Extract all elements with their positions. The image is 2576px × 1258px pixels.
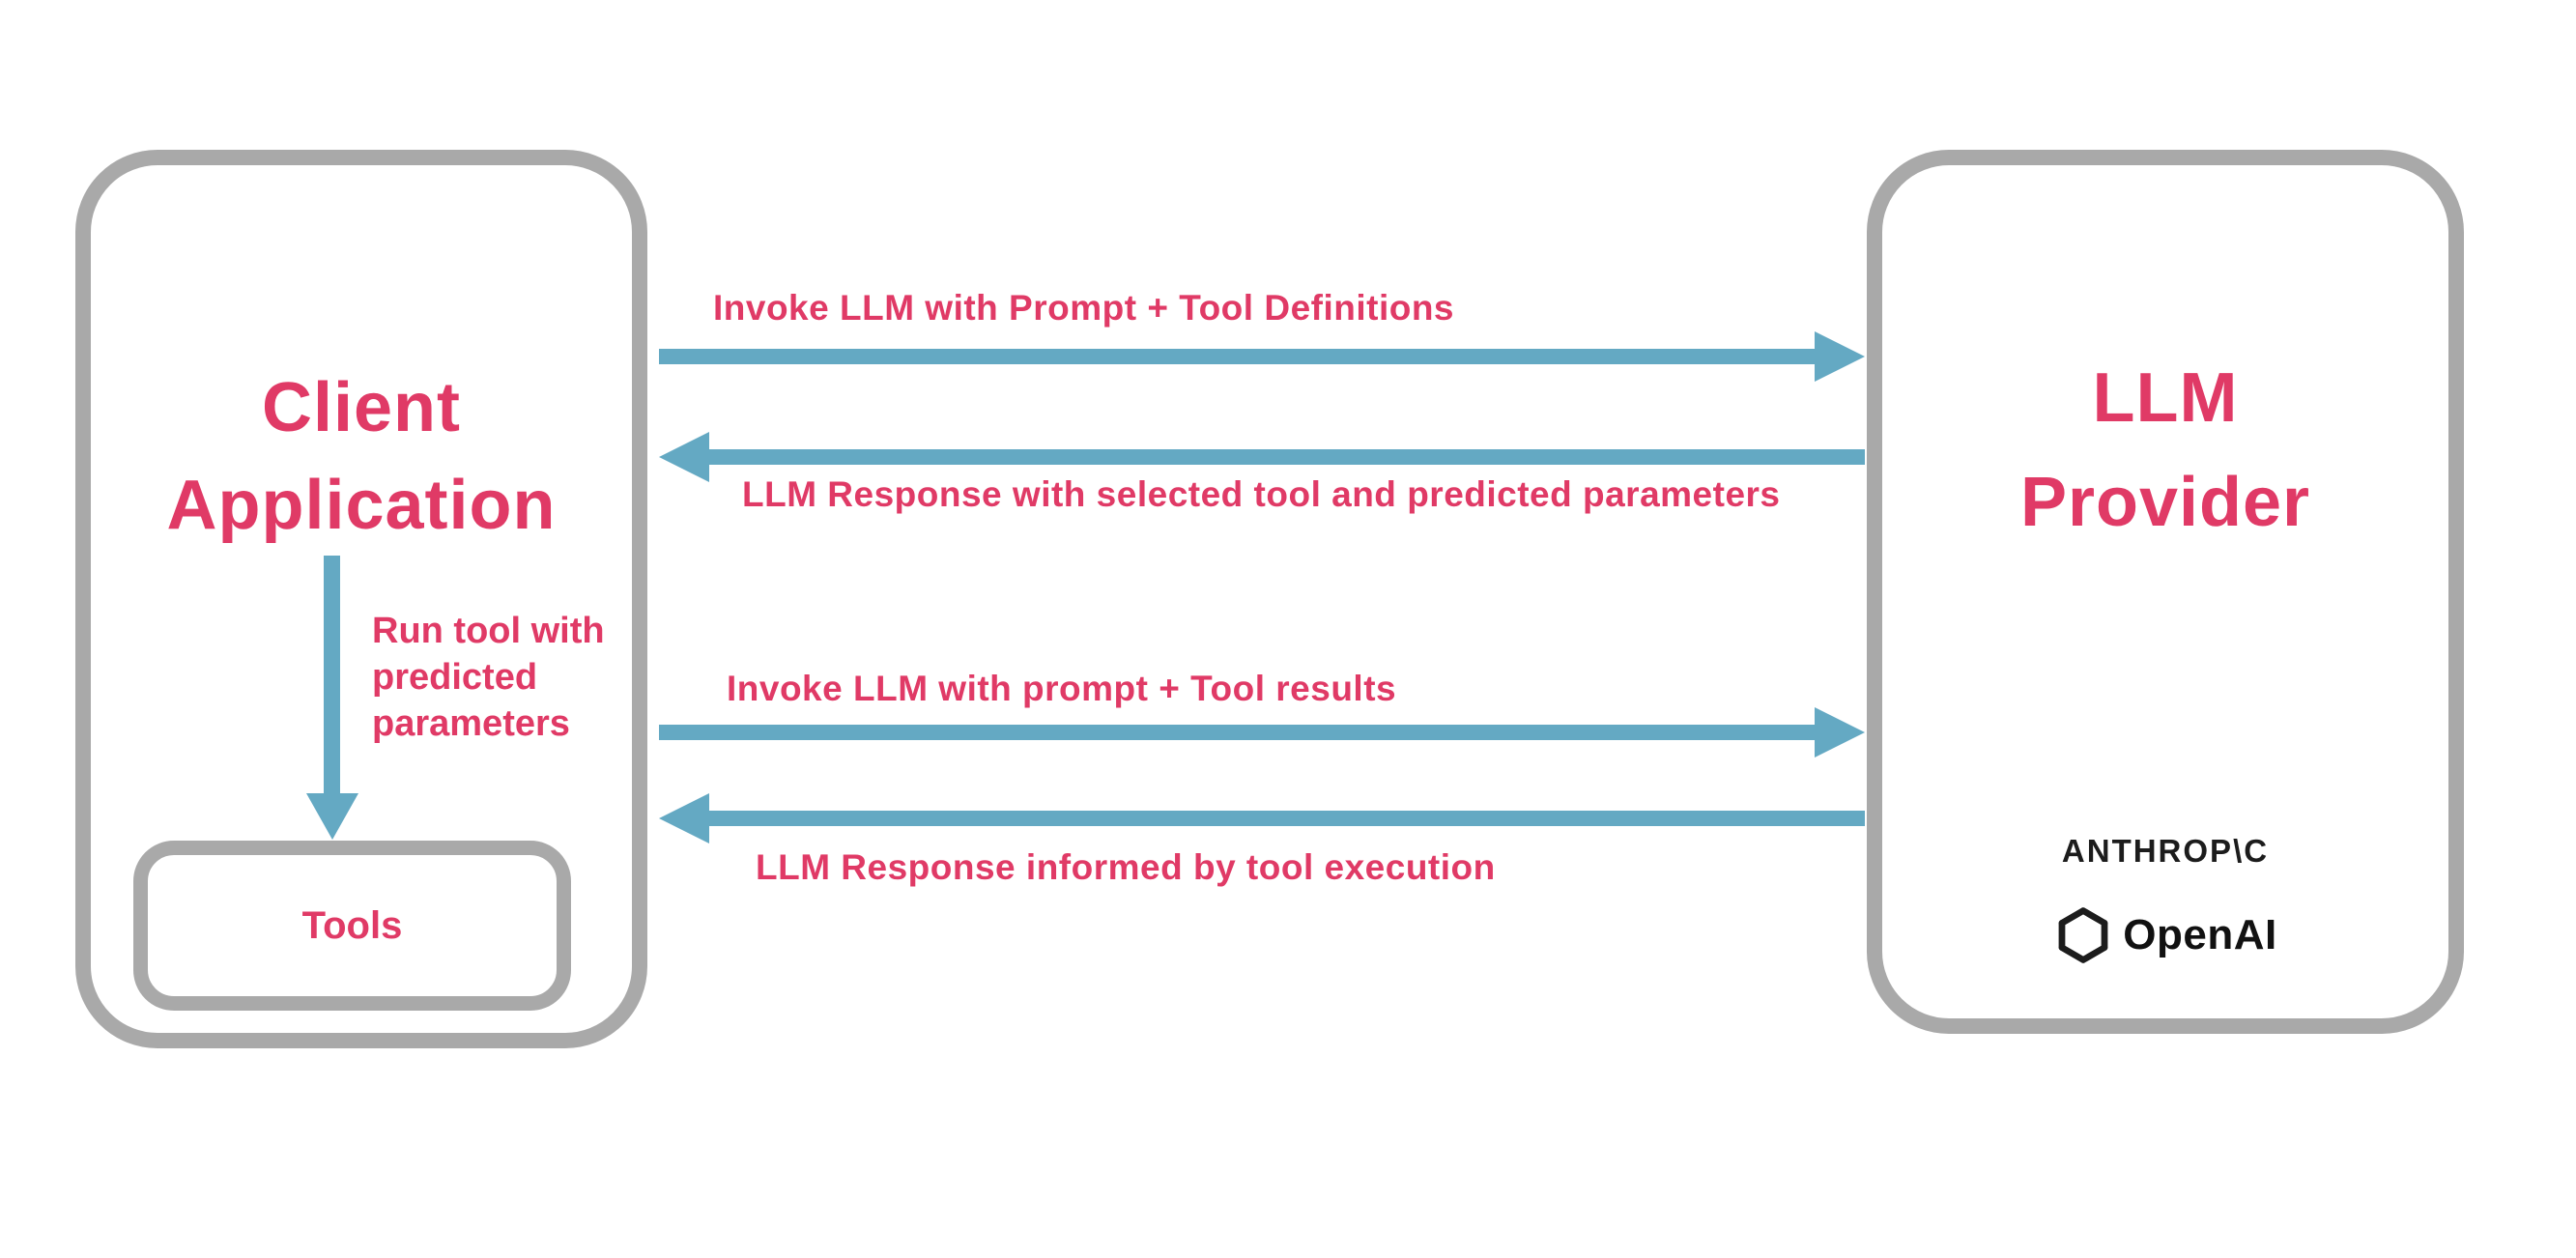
- openai-logo-icon: [2058, 907, 2108, 963]
- right-arrow-icon: [659, 707, 1865, 758]
- tools-box: Tools: [133, 841, 571, 1011]
- client-application-box: [75, 150, 647, 1048]
- message-label-response-tool-execution: LLM Response informed by tool execution: [756, 847, 1496, 887]
- down-arrow-icon: [306, 556, 358, 840]
- left-arrow-icon: [659, 432, 1865, 482]
- right-arrow-icon: [659, 331, 1865, 382]
- openai-wordmark: OpenAI: [2123, 911, 2277, 958]
- left-arrow-icon: [659, 793, 1865, 843]
- message-label-invoke-tool-results: Invoke LLM with prompt + Tool results: [727, 669, 1397, 708]
- client-application-title: Client Application: [166, 369, 557, 544]
- run-tool-label: Run tool with predicted parameters: [372, 611, 605, 744]
- openai-logo: OpenAI: [1867, 902, 2464, 968]
- llm-provider-title: LLM Provider: [2019, 359, 2311, 541]
- tools-label: Tools: [301, 903, 403, 947]
- anthropic-logo: ANTHROP\C: [2061, 833, 2270, 869]
- message-label-response-selected-tool: LLM Response with selected tool and pred…: [742, 474, 1781, 514]
- message-label-invoke-definitions: Invoke LLM with Prompt + Tool Definition…: [713, 288, 1455, 328]
- llm-provider-box: [1867, 150, 2464, 1034]
